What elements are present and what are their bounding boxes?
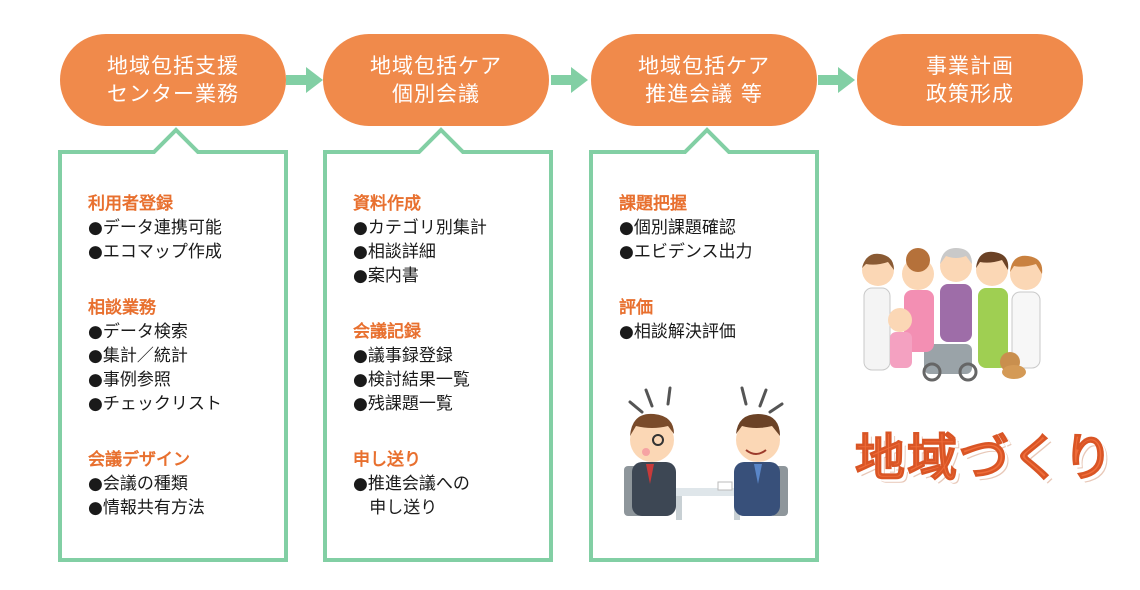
- flow-step-4-line-1: 事業計画: [926, 54, 1014, 78]
- list-item: 事例参照: [88, 368, 222, 392]
- people-group-illustration: [862, 248, 1043, 382]
- list-item: 相談詳細: [353, 240, 487, 264]
- flow-step-1-line-2: センター業務: [107, 82, 239, 106]
- section-title: 会議デザイン: [88, 450, 190, 470]
- flow-step-3-line-2: 推進会議 等: [645, 82, 763, 106]
- flow-step-1: 地域包括支援 センター業務: [60, 34, 286, 126]
- slogan-text: 地域づくり: [855, 429, 1115, 488]
- panel-1: 利用者登録 データ連携可能 エコマップ作成 相談業務 データ検索 集計／統計 事…: [58, 126, 288, 562]
- list-item: 残課題一覧: [353, 392, 487, 416]
- list-item: チェックリスト: [88, 392, 222, 416]
- panel-2: 資料作成 カテゴリ別集計 相談詳細 案内書 会議記録 議事録登録 検討結果一覧 …: [323, 126, 553, 562]
- list-item: 会議の種類: [88, 472, 222, 496]
- flow-step-1-line-1: 地域包括支援: [107, 54, 239, 78]
- list-item: 検討結果一覧: [353, 368, 487, 392]
- flow-step-4-line-2: 政策形成: [926, 82, 1014, 106]
- list-item: 議事録登録: [353, 344, 487, 368]
- flow-step-3-line-1: 地域包括ケア: [638, 54, 770, 78]
- section-title: 資料作成: [353, 194, 421, 214]
- list-item: カテゴリ別集計: [353, 216, 487, 240]
- list-item: 情報共有方法: [88, 496, 222, 520]
- flow-step-2-line-2: 個別会議: [392, 82, 480, 106]
- meeting-illustration: [624, 386, 788, 520]
- list-item: 個別課題確認: [619, 216, 753, 240]
- flow-step-3: 地域包括ケア 推進会議 等: [591, 34, 817, 126]
- list-item: 集計／統計: [88, 344, 222, 368]
- list-item: データ検索: [88, 320, 222, 344]
- section-title: 申し送り: [353, 450, 421, 470]
- list-item: データ連携可能: [88, 216, 222, 240]
- section-title: 評価: [619, 298, 653, 318]
- flow-step-4: 事業計画 政策形成: [857, 34, 1083, 126]
- list-item: 案内書: [353, 264, 487, 288]
- section-title: 利用者登録: [88, 194, 173, 214]
- flow-step-2-line-1: 地域包括ケア: [370, 54, 502, 78]
- arrow-right-icon: [818, 67, 855, 93]
- arrow-right-icon: [551, 67, 588, 93]
- list-item: 推進会議への: [353, 472, 487, 496]
- section-title: 相談業務: [88, 298, 156, 318]
- flow-step-2: 地域包括ケア 個別会議: [323, 34, 549, 126]
- section-title: 課題把握: [619, 194, 687, 214]
- list-item: 申し送り: [369, 498, 438, 518]
- list-item: エビデンス出力: [619, 240, 753, 264]
- list-item: エコマップ作成: [88, 240, 222, 264]
- section-title: 会議記録: [353, 322, 421, 342]
- arrow-right-icon: [286, 67, 323, 93]
- list-item: 相談解決評価: [619, 320, 753, 344]
